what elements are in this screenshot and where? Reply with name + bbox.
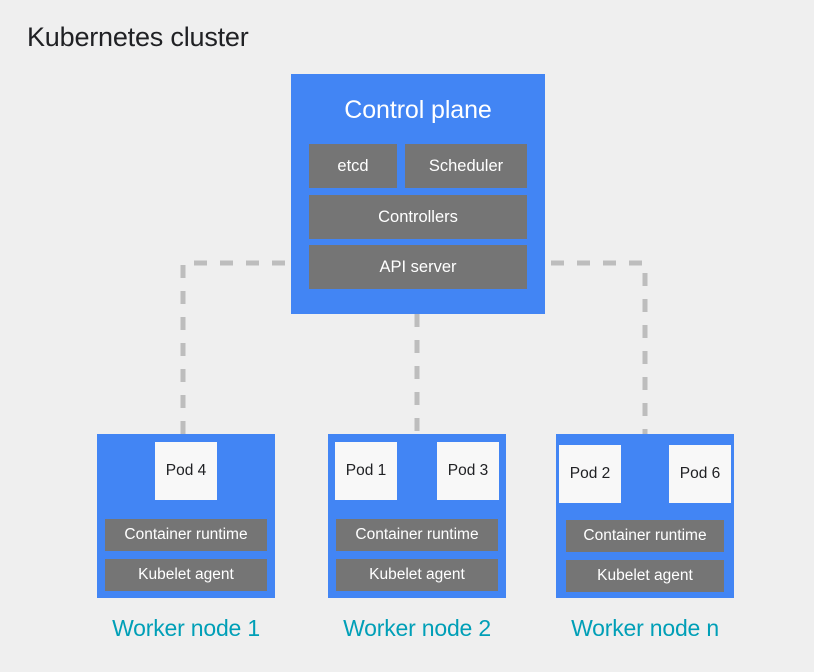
pod-box[interactable]: Pod 1 [335, 442, 397, 500]
worker-node-n-label: Worker node n [571, 615, 719, 641]
container-runtime-bar[interactable]: Container runtime [105, 519, 267, 551]
control-plane-title: Control plane [344, 96, 492, 124]
container-runtime-bar[interactable]: Container runtime [336, 519, 498, 551]
control-plane-row-api-server: API server [291, 245, 545, 289]
pod-box[interactable]: Pod 3 [437, 442, 499, 500]
worker-node-2-box: Pod 1 Pod 3 Container runtime Kubelet ag… [328, 434, 506, 598]
pod-row: Pod 2 Pod 6 [556, 442, 734, 504]
container-runtime-bar[interactable]: Container runtime [566, 520, 724, 552]
pod-row: Pod 1 Pod 3 [328, 442, 506, 504]
kubelet-agent-bar[interactable]: Kubelet agent [105, 559, 267, 591]
control-plane-component-controllers[interactable]: Controllers [309, 195, 527, 239]
pod-box[interactable]: Pod 4 [155, 442, 217, 500]
pod-box[interactable]: Pod 6 [669, 445, 731, 503]
kubelet-agent-bar[interactable]: Kubelet agent [566, 560, 724, 592]
control-plane-row-top: etcd Scheduler [291, 144, 545, 188]
control-plane-box: Control plane etcd Scheduler Controllers… [291, 74, 545, 314]
worker-node-n-box: Pod 2 Pod 6 Container runtime Kubelet ag… [556, 434, 734, 598]
kubelet-agent-bar[interactable]: Kubelet agent [336, 559, 498, 591]
control-plane-component-api-server[interactable]: API server [309, 245, 527, 289]
control-plane-component-scheduler[interactable]: Scheduler [405, 144, 527, 188]
pod-box[interactable]: Pod 2 [559, 445, 621, 503]
control-plane-row-controllers: Controllers [291, 195, 545, 239]
worker-node-2-label: Worker node 2 [343, 615, 491, 641]
pod-row: Pod 4 [97, 442, 275, 504]
worker-node-1-label: Worker node 1 [112, 615, 260, 641]
page-title: Kubernetes cluster [27, 22, 249, 52]
control-plane-component-etcd[interactable]: etcd [309, 144, 397, 188]
worker-node-1-box: Pod 4 Container runtime Kubelet agent [97, 434, 275, 598]
